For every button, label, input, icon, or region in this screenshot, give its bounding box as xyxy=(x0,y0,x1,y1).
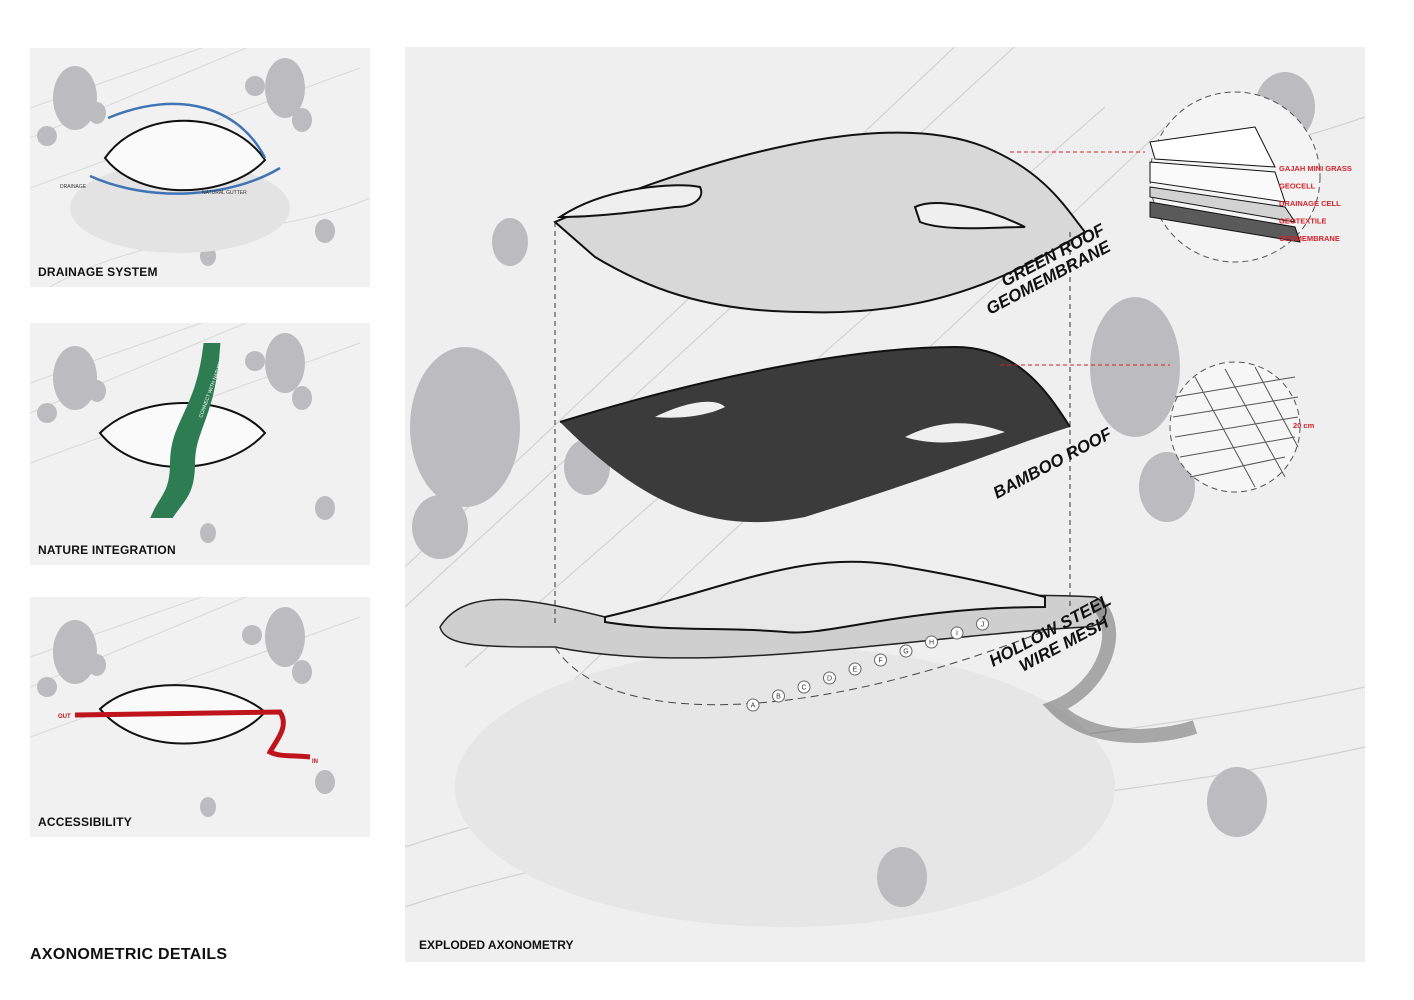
drainage-annotation: DRAINAGE xyxy=(60,184,87,190)
bamboo-section-detail: 20 cm xyxy=(1000,361,1315,493)
grid-label-c: C xyxy=(797,680,811,694)
svg-text:I: I xyxy=(956,631,958,638)
grid-label-h: H xyxy=(925,635,938,649)
grid-labels: A B C D E F G H I J xyxy=(746,617,989,712)
hollow-steel-wire-mesh-layer xyxy=(439,560,1198,743)
green-roof-section-detail: GAJAH MINI GRASS GEOCELL DRAINAGE CELL GEOT… xyxy=(1010,91,1352,263)
svg-text:A: A xyxy=(751,703,756,710)
svg-text:G: G xyxy=(903,649,908,656)
grid-label-b: B xyxy=(772,689,785,703)
out-annotation: OUT xyxy=(58,714,71,720)
svg-text:C: C xyxy=(801,685,806,692)
grid-label-e: E xyxy=(848,662,862,676)
grid-label-i: I xyxy=(950,626,964,640)
svg-text:D: D xyxy=(827,676,832,683)
exploded-axonometry-label: EXPLODED AXONOMETRY xyxy=(419,938,574,952)
nature-integration-panel: CONNECT WITH NATURE NATURE INTEGRATION xyxy=(30,323,370,565)
svg-text:B: B xyxy=(776,694,781,701)
grid-label-g: G xyxy=(899,644,913,658)
in-annotation: IN xyxy=(312,759,318,765)
svg-text:H: H xyxy=(929,640,934,647)
grid-label-d: D xyxy=(823,671,836,685)
green-roof-layer-label: DRAINAGE CELL xyxy=(1279,199,1341,208)
green-roof-layer-label: GEOMEMBRANE xyxy=(1279,234,1340,243)
svg-text:F: F xyxy=(878,658,882,665)
accessibility-panel: OUT IN ACCESSIBILITY xyxy=(30,597,370,837)
panel-label: DRAINAGE SYSTEM xyxy=(38,265,158,279)
svg-text:J: J xyxy=(981,622,985,629)
bamboo-spacing-label: 20 cm xyxy=(1293,421,1315,430)
bamboo-roof-layer xyxy=(559,345,1071,523)
drainage-diagram: DRAINAGE NATURAL GUTTER xyxy=(30,48,370,287)
accessibility-diagram: OUT IN xyxy=(30,597,361,817)
green-roof-layer-label: GEOCELL xyxy=(1279,182,1316,191)
grid-label-a: A xyxy=(746,698,760,712)
natural-gutter-annotation: NATURAL GUTTER xyxy=(202,190,247,196)
green-roof-layer-label: GEOTEXTILE xyxy=(1279,217,1327,226)
green-roof-layer-label: GAJAH MINI GRASS xyxy=(1279,164,1352,173)
green-roof-layer xyxy=(553,131,1087,314)
drainage-system-panel: DRAINAGE NATURAL GUTTER DRAINAGE SYSTEM xyxy=(30,48,370,287)
grid-label-j: J xyxy=(976,617,989,631)
page-title: AXONOMETRIC DETAILS xyxy=(30,946,228,963)
svg-text:E: E xyxy=(853,667,858,674)
panel-label: ACCESSIBILITY xyxy=(38,815,132,829)
tree-icons xyxy=(410,72,1315,907)
panel-label: NATURE INTEGRATION xyxy=(38,543,176,557)
grid-label-f: F xyxy=(874,653,887,667)
nature-diagram: CONNECT WITH NATURE xyxy=(30,323,361,543)
